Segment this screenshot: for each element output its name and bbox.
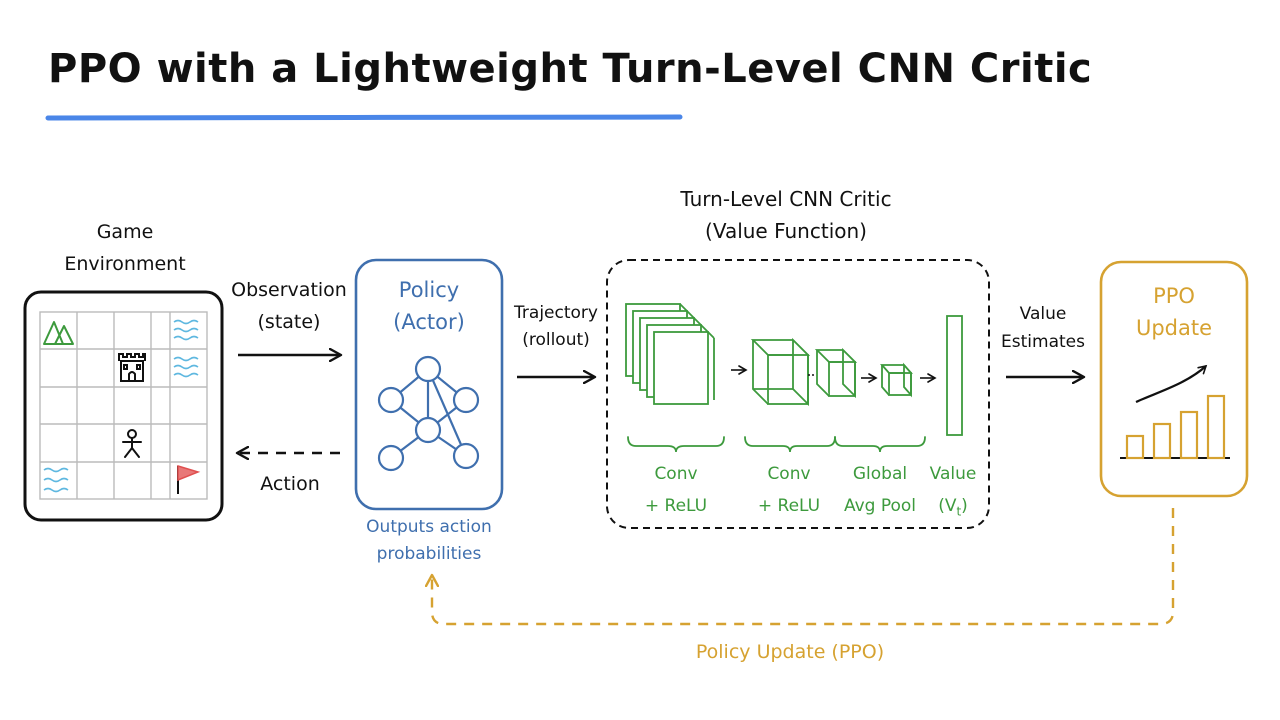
policy-caption-line1: Outputs action: [366, 517, 492, 537]
global-pool-block: [880, 362, 913, 398]
trajectory-label-line2: (rollout): [522, 330, 590, 350]
policy-caption: Outputs action probabilities: [346, 514, 512, 568]
policy-caption-line2: probabilities: [376, 544, 482, 564]
critic-title: Turn-Level CNN Critic (Value Function): [636, 183, 936, 247]
mountain-icon: [43, 321, 74, 345]
critic-stage1-label: Conv + ReLU: [630, 458, 722, 522]
environment-label-line1: Game: [96, 221, 154, 243]
ppo-update-box: [1099, 260, 1249, 498]
value-close-paren: ): [961, 496, 968, 516]
stage-braces: [627, 436, 926, 453]
trajectory-label-line1: Trajectory: [514, 303, 598, 323]
game-grid: [39, 311, 208, 500]
page-title: PPO with a Lightweight Turn-Level CNN Cr…: [48, 46, 1093, 92]
critic-stage4-line2: (Vt): [920, 490, 986, 527]
title-underline: [45, 114, 683, 121]
policy-update-arrow: [432, 508, 1175, 626]
bar-chart-icon: [1120, 394, 1230, 460]
castle-icon: [118, 353, 146, 382]
neural-net-icon: [377, 355, 480, 472]
policy-label-line2: (Actor): [393, 310, 465, 334]
critic-stage2-line2: + ReLU: [757, 496, 821, 516]
critic-box: [606, 259, 990, 529]
agent-icon: [122, 429, 142, 458]
water-icon: [43, 319, 199, 493]
ppo-update-line1: PPO: [1153, 284, 1195, 308]
conv-feature-maps: [625, 303, 715, 405]
conv-block-3: [814, 347, 858, 399]
critic-stage2-line1: Conv: [767, 464, 811, 484]
value-output-bar: [946, 315, 963, 436]
value-subscript: t: [956, 504, 962, 519]
value-symbol: (V: [938, 496, 957, 516]
policy-label: Policy (Actor): [360, 274, 498, 338]
observation-label-line1: Observation: [231, 279, 347, 301]
critic-title-line2: (Value Function): [705, 219, 867, 243]
ppo-update-line2: Update: [1135, 316, 1213, 340]
conv-block-2: [750, 337, 811, 407]
critic-stage2-label: Conv + ReLU: [743, 458, 835, 522]
environment-label-line2: Environment: [64, 253, 186, 275]
flag-icon: [177, 464, 201, 494]
policy-update-label: Policy Update (PPO): [695, 641, 885, 663]
trend-arrow-icon: [1135, 364, 1208, 404]
critic-stage1-line1: Conv: [654, 464, 698, 484]
critic-stage1-line2: + ReLU: [644, 496, 708, 516]
observation-label-line2: (state): [257, 311, 321, 333]
observation-label: Observation (state): [226, 274, 352, 338]
critic-title-line1: Turn-Level CNN Critic: [680, 187, 892, 211]
critic-stage3-label: Global Avg Pool: [834, 458, 926, 522]
critic-stage3-line1: Global: [852, 464, 908, 484]
action-label: Action: [260, 473, 320, 495]
game-environment-box: [23, 290, 224, 522]
critic-stage4-line1: Value: [929, 464, 977, 484]
value-estimates-label: Value Estimates: [996, 300, 1090, 356]
policy-label-line1: Policy: [398, 278, 460, 302]
trajectory-label: Trajectory (rollout): [506, 300, 606, 354]
environment-label: Game Environment: [30, 216, 220, 280]
ppo-update-label: PPO Update: [1106, 280, 1242, 344]
value-estimates-line2: Estimates: [1001, 332, 1085, 352]
critic-stage4-label: Value (Vt): [920, 458, 986, 527]
critic-stage3-line2: Avg Pool: [843, 496, 917, 516]
value-estimates-line1: Value: [1019, 304, 1067, 324]
